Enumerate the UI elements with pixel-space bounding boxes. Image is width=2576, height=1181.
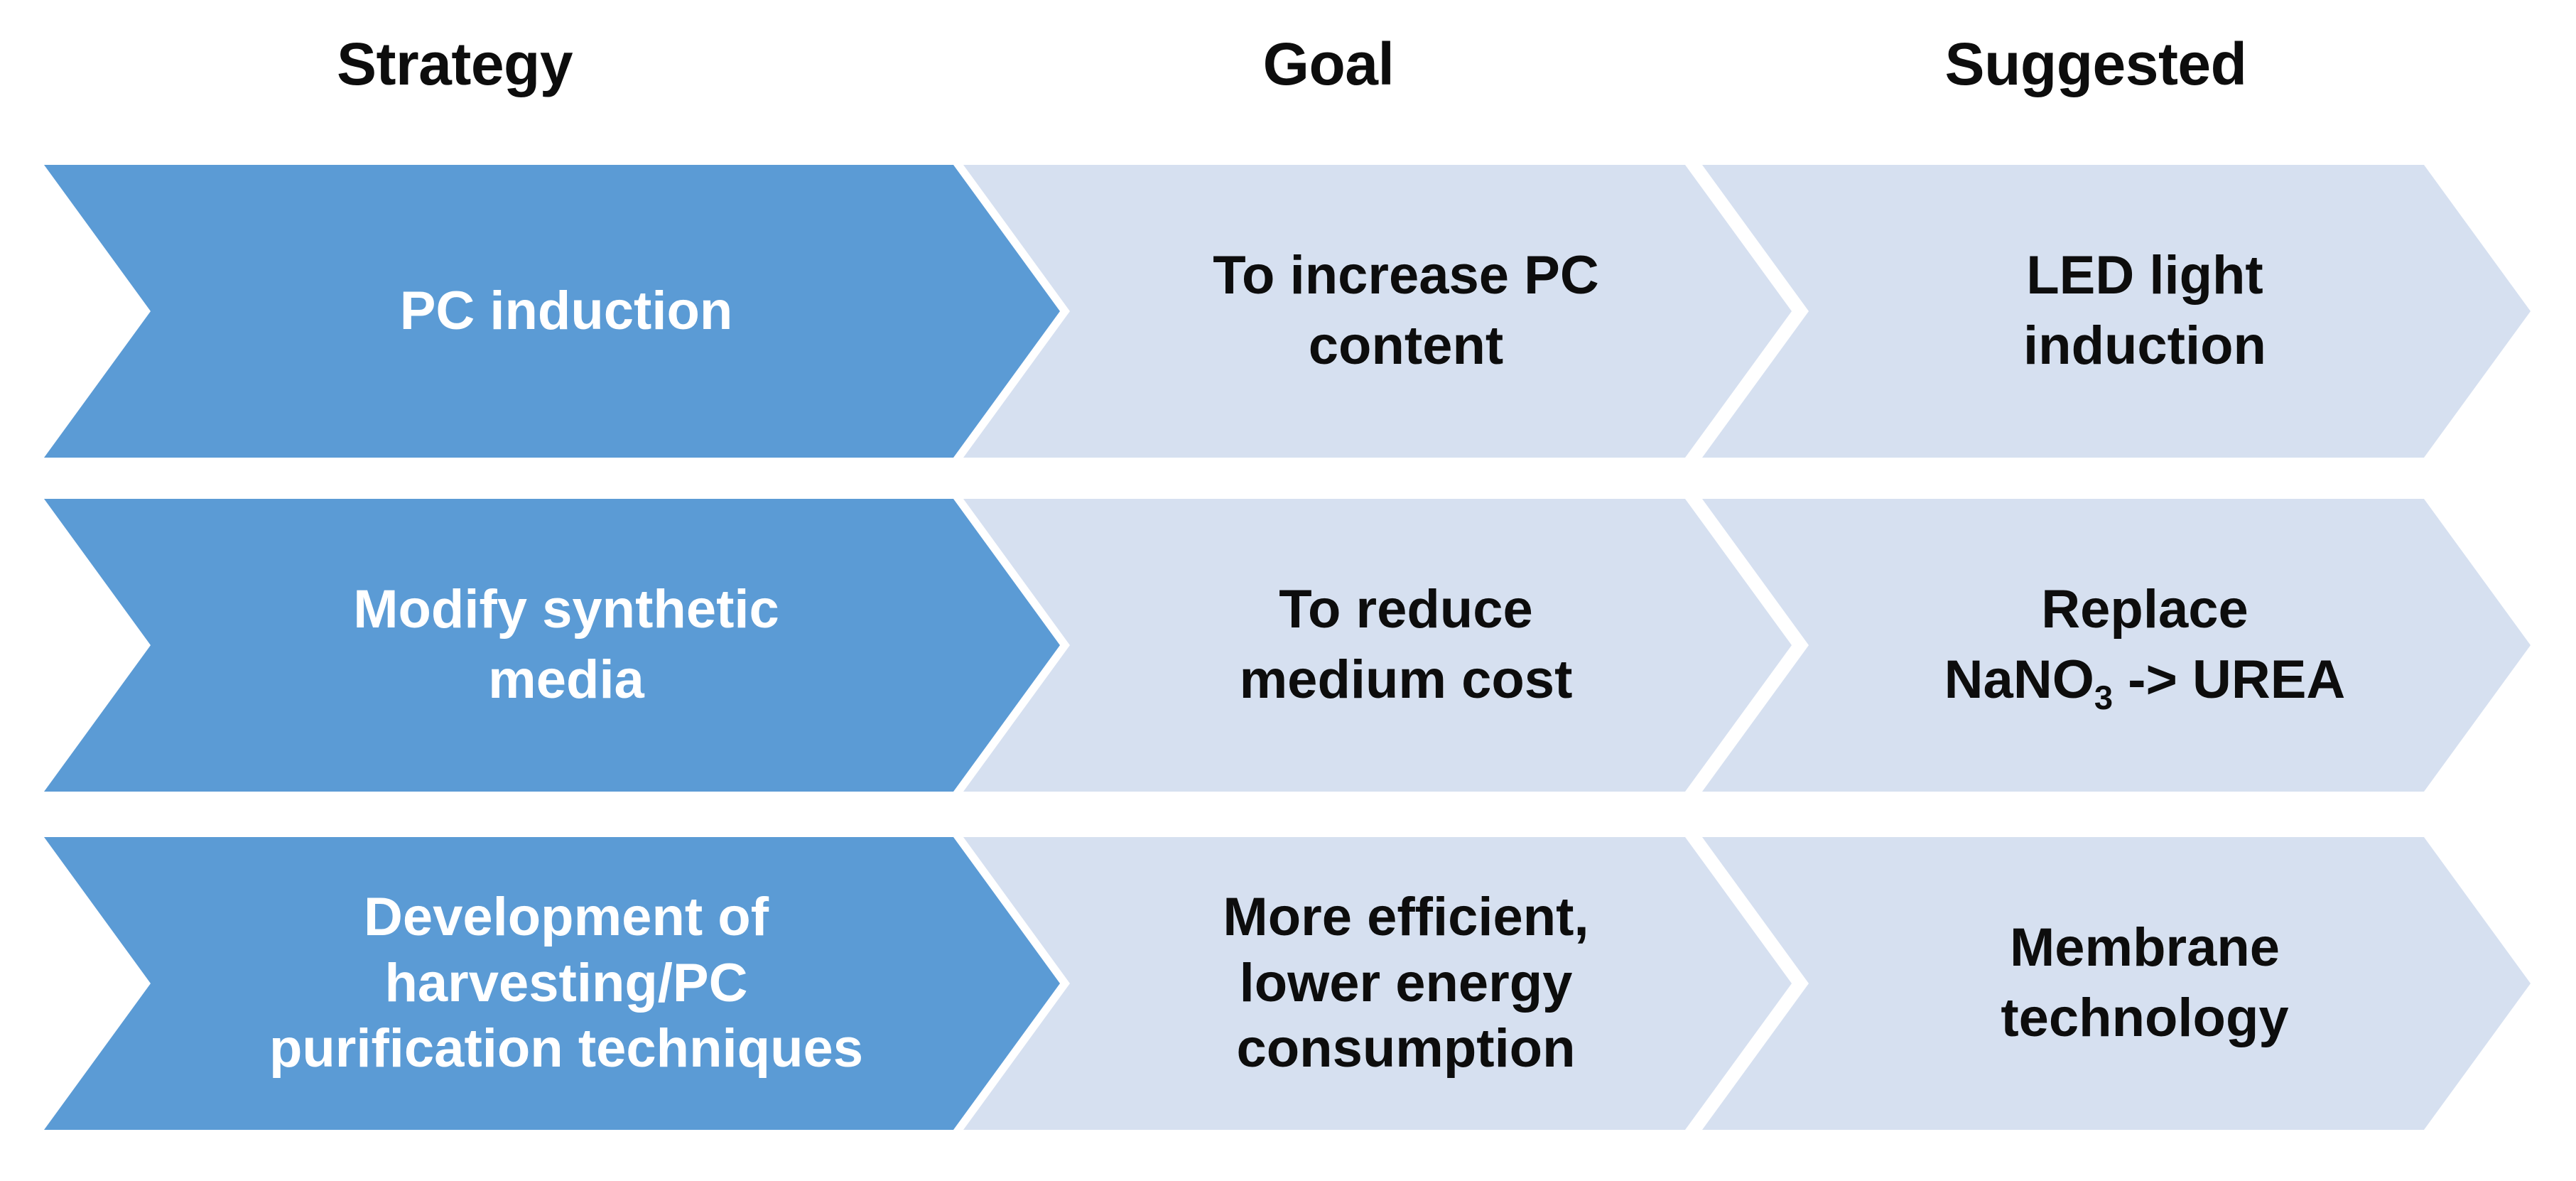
chevron-goal-row-3[interactable]: More efficient, lower energy consumption <box>963 837 1792 1130</box>
chevron-strategy-row-1[interactable]: PC induction <box>44 165 1060 458</box>
column-header-goal: Goal <box>1262 31 1395 97</box>
chevron-label: To increase PC content <box>1213 245 1599 376</box>
chevron-label: Development of harvesting/PC purificatio… <box>269 886 864 1079</box>
chevron-suggested-row-3[interactable]: Membrane technology <box>1702 837 2531 1130</box>
column-header-row: Strategy Goal Suggested <box>0 0 2576 142</box>
chevron-suggested-row-1[interactable]: LED light induction <box>1702 165 2531 458</box>
chemical-formula-suffix: -> UREA <box>2113 649 2346 710</box>
column-header-strategy: Strategy <box>336 31 573 97</box>
chevron-label: PC induction <box>399 280 733 341</box>
chevron-row: Modify synthetic media To reduce medium … <box>0 499 2576 792</box>
chevron-row: Development of harvesting/PC purificatio… <box>0 837 2576 1130</box>
chevron-label: Membrane technology <box>2001 917 2289 1048</box>
chevron-label: LED light induction <box>2023 245 2266 376</box>
chevron-label-line-1: Replace <box>2041 579 2248 640</box>
chevron-goal-row-2[interactable]: To reduce medium cost <box>963 499 1792 792</box>
chevron-row: PC induction To increase PC content LED … <box>0 165 2576 458</box>
chemical-formula-subscript: 3 <box>2094 679 2114 717</box>
chevron-label: Modify synthetic media <box>353 579 779 710</box>
chevron-strategy-row-3[interactable]: Development of harvesting/PC purificatio… <box>44 837 1060 1130</box>
chevron-goal-row-1[interactable]: To increase PC content <box>963 165 1792 458</box>
chevron-label: More efficient, lower energy consumption <box>1223 886 1589 1079</box>
chevron-label: To reduce medium cost <box>1239 579 1573 710</box>
chemical-formula-prefix: NaNO <box>1944 649 2094 710</box>
column-header-suggested: Suggested <box>1944 31 2247 97</box>
chevron-strategy-row-2[interactable]: Modify synthetic media <box>44 499 1060 792</box>
